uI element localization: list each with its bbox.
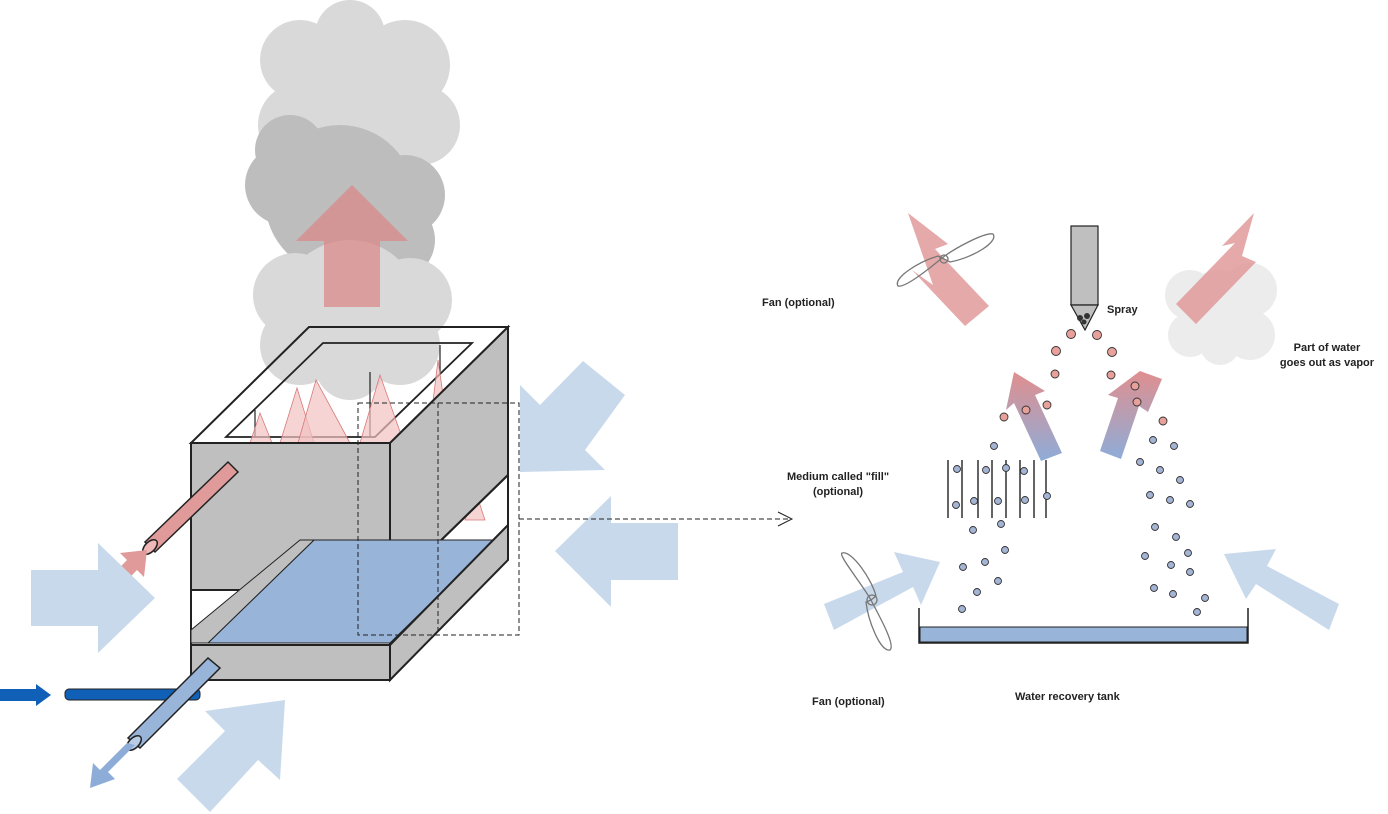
tank-label: Water recovery tank <box>1015 691 1121 703</box>
vapor-label-line2: goes out as vapor <box>1280 357 1375 369</box>
steam-cloud <box>245 0 460 400</box>
detail-view: Fan (optional) Spray Part of water goes … <box>762 213 1375 708</box>
cool-water-out-arrow <box>90 743 135 788</box>
fan-bottom <box>841 552 892 651</box>
cold-water-in-arrow <box>0 684 51 706</box>
transition-arrows <box>1006 371 1162 461</box>
warm-droplets <box>999 329 1168 426</box>
fan-bottom-label: Fan (optional) <box>812 696 885 708</box>
tower-base-front <box>190 644 391 681</box>
fan-top <box>896 233 995 287</box>
basin-left-wall <box>190 539 316 644</box>
cool-water-pipe <box>90 656 222 788</box>
fan-top-label: Fan (optional) <box>762 297 835 309</box>
cool-droplets <box>952 436 1209 616</box>
cold-water-inlet <box>0 684 201 706</box>
cooling-tower <box>0 0 794 812</box>
spray-label: Spray <box>1107 304 1138 316</box>
cool-air-arrows-detail <box>824 549 1339 630</box>
warm-exhaust-arrows <box>908 213 1256 326</box>
fill-medium <box>947 460 1047 518</box>
tower-base-side <box>389 522 509 683</box>
zoom-connector-arrow <box>519 511 794 527</box>
spray-nozzle <box>1069 225 1099 332</box>
fill-label-line1: Medium called "fill" <box>787 471 889 483</box>
warm-air-up-arrow <box>296 185 408 307</box>
water-recovery-tank <box>918 608 1249 644</box>
cool-air-arrows-left <box>31 543 285 812</box>
fill-label-line2: (optional) <box>813 486 863 498</box>
vapor-label-line1: Part of water <box>1294 342 1361 354</box>
cool-air-arrows-right <box>520 361 678 607</box>
